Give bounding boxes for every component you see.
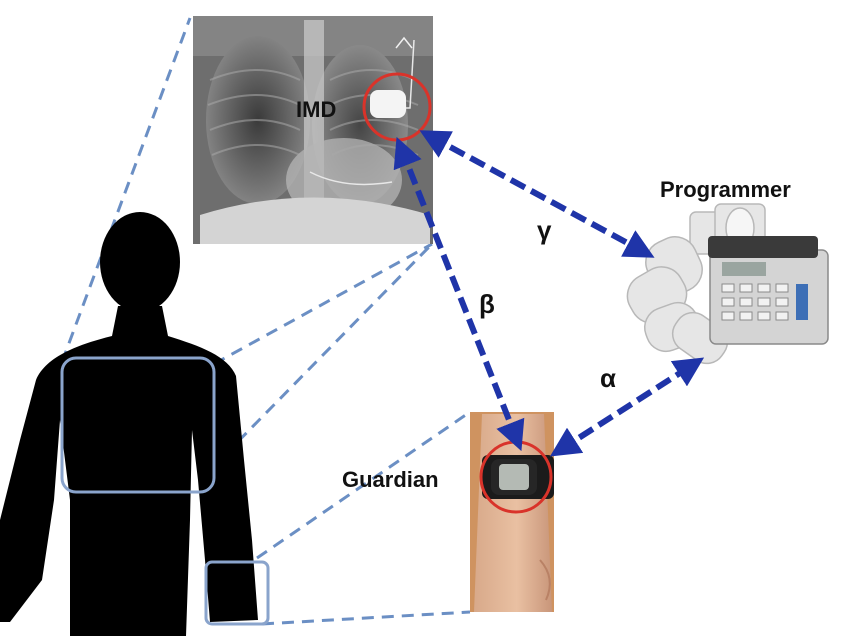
wrist-region-box [204,560,270,626]
arrow-imd-guardian [393,136,525,452]
imd-label: IMD [296,97,337,122]
chest-xray-image [193,16,433,244]
implant-device [370,90,406,118]
guardian-label: Guardian [342,467,439,492]
silhouette-body [0,306,258,636]
zoom-line-chest-top [60,17,192,363]
zoom-line-chest-bottom [208,242,434,472]
human-silhouette [0,212,258,636]
alpha-label: α [600,363,616,393]
communication-arrows [393,130,705,457]
zoom-line-wrist-bottom [261,610,471,626]
silhouette-head [100,212,180,312]
programmer-label: Programmer [660,177,791,202]
arrow-guardian-programmer [549,357,705,457]
zoom-line-wrist-top [256,410,471,560]
chest-region-box [60,356,216,494]
arrow-imd-programmer [419,130,655,258]
gamma-label: γ [537,215,552,245]
zoom-line-chest-mid [213,242,433,366]
beta-label: β [479,289,495,319]
programmer-device-image [626,203,829,365]
